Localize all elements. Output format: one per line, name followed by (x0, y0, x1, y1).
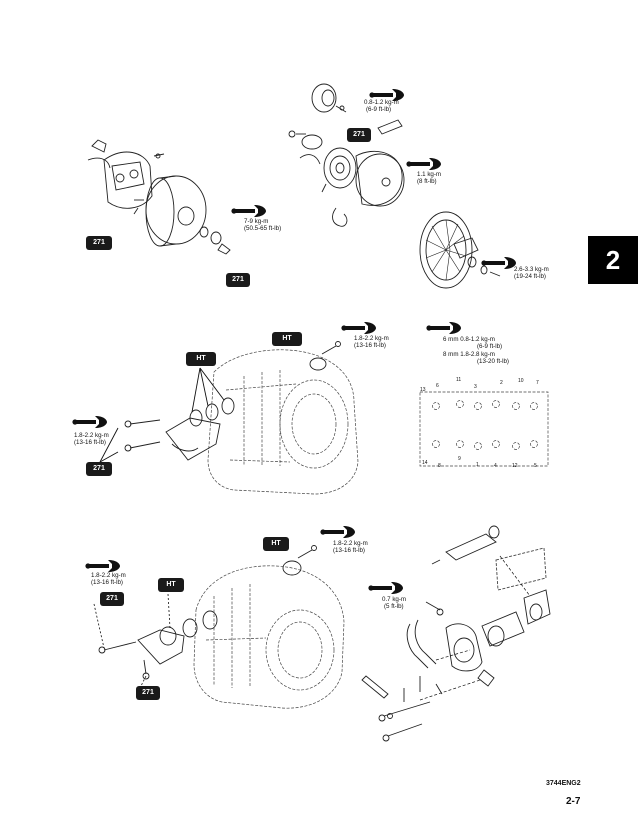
water-pump-assembly (361, 525, 551, 742)
wrench-icon (368, 582, 403, 594)
seq-13: 13 (420, 387, 426, 393)
rewind-starter-assembly (288, 83, 405, 227)
document-code: 3744ENG2 (546, 780, 581, 787)
loctite-271-tag: 271 (136, 686, 160, 700)
wrench-icon (320, 526, 355, 538)
seq-10: 10 (518, 378, 524, 384)
intake-manifold-lower (98, 545, 317, 680)
torque-spec-water-pump: 0.7 kg-m(5 ft-lb) (382, 596, 407, 611)
seq-2: 2 (500, 380, 503, 386)
cylinder-head-tightening-sequence (419, 391, 549, 467)
torque-spec-intake-manifold: 1.8-2.2 kg-m(13-16 ft-lb) (91, 572, 126, 587)
loctite-271-tag: 271 (226, 273, 250, 287)
lower-pointer-lines (93, 593, 171, 689)
wrench-icon (85, 560, 120, 572)
seq-12: 12 (512, 463, 518, 469)
seq-14: 14 (422, 460, 428, 466)
engine-intake-view-lower (193, 565, 345, 709)
wrench-icon (406, 158, 441, 170)
drive-pulley-assembly (419, 211, 501, 289)
torque-spec-exhaust-upper: 1.8-2.2 kg-m(13-16 ft-lb) (354, 335, 389, 350)
wrench-icon (341, 322, 376, 334)
section-tab: 2 (588, 236, 638, 284)
page-number: 2-7 (566, 796, 581, 807)
seq-6: 6 (436, 383, 439, 389)
loctite-271-tag: 271 (347, 128, 371, 142)
torque-spec-starter: 0.8-1.2 kg-m(6-9 ft-lb) (364, 99, 399, 114)
torque-spec-drive-pulley: 2.6-3.3 kg-m(19-24 ft-lb) (514, 266, 549, 281)
loctite-271-tag: 271 (86, 462, 112, 476)
torque-spec-rope-pulley: 1.1 kg-m(8 ft-lb) (417, 171, 442, 186)
ht-tag: HT (263, 537, 289, 551)
wrench-icon (231, 205, 266, 217)
torque-spec-cylinder-head: 6 mm 0.8-1.2 kg-m (6-9 ft-lb) 8 mm 1.8-2… (443, 336, 509, 366)
wrench-icon (72, 416, 107, 428)
flywheel-magneto-assembly (87, 139, 231, 255)
seq-8: 8 (438, 463, 441, 469)
loctite-271-tag: 271 (86, 236, 112, 250)
torque-spec-exhaust-manifold: 1.8-2.2 kg-m(13-16 ft-lb) (74, 432, 109, 447)
seq-4: 4 (494, 463, 497, 469)
ht-tag: HT (186, 352, 216, 366)
ht-tag: HT (272, 332, 302, 346)
torque-spec-flywheel: 7-9 kg-m(50.5-65 ft-lb) (244, 218, 282, 233)
seq-11: 11 (456, 377, 461, 383)
tightening-sequence-numbers: 13 6 11 3 2 10 7 14 8 9 1 4 12 5 (420, 377, 539, 469)
wrench-icon (426, 322, 461, 334)
ht-tag: HT (158, 578, 184, 592)
ht-pointer-lines (99, 367, 225, 463)
torque-spec-intake-upper: 1.8-2.2 kg-m(13-16 ft-lb) (333, 540, 368, 555)
loctite-271-tag: 271 (100, 592, 124, 606)
seq-9: 9 (458, 456, 461, 462)
seq-1: 1 (476, 462, 479, 468)
seq-5: 5 (534, 463, 537, 469)
seq-3: 3 (474, 384, 477, 390)
engine-exhaust-view-upper (207, 349, 359, 495)
exhaust-manifold-upper (124, 341, 341, 461)
seq-7: 7 (536, 380, 539, 386)
water-pump-dashed-lines (419, 555, 531, 701)
